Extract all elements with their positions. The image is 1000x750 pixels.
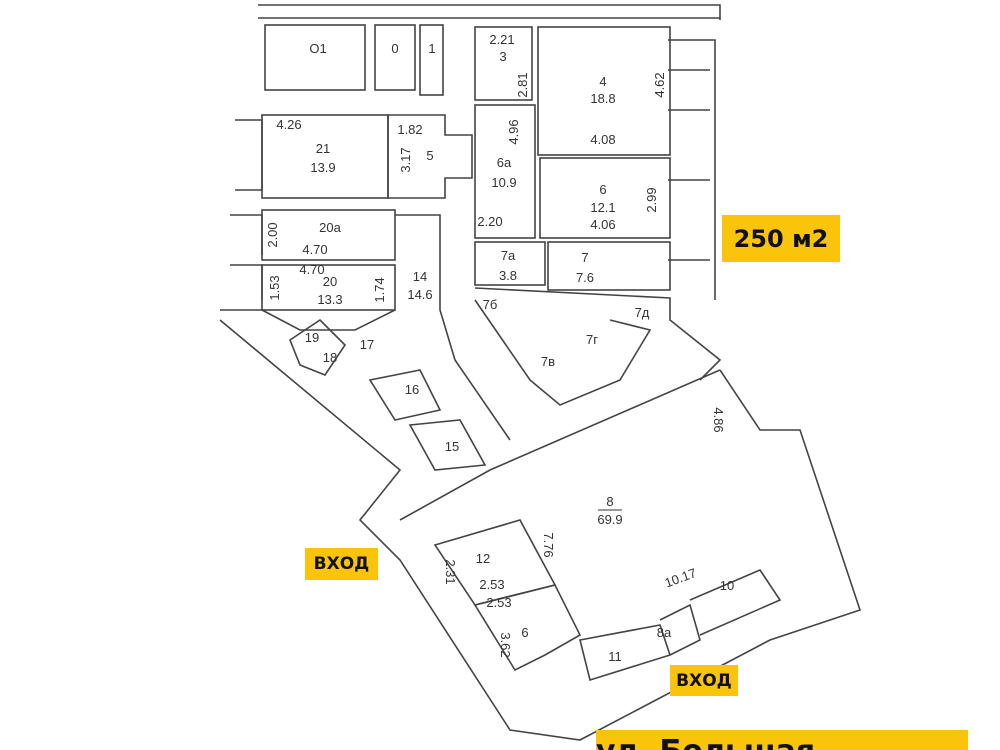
dim: 4.62 [652, 72, 667, 97]
room-21-label: 21 [316, 141, 330, 156]
dim: 1.53 [267, 275, 282, 300]
dim: 4.96 [506, 119, 521, 144]
dim: 1.82 [397, 122, 422, 137]
dim: 4.70 [299, 262, 324, 277]
dim: 2.21 [489, 32, 514, 47]
room-4-label: 4 [599, 74, 606, 89]
entrance-label-right: ВХОД [670, 665, 738, 696]
room-19-label: 19 [305, 330, 319, 345]
dim: 2.81 [515, 72, 530, 97]
dim: 10.17 [663, 565, 699, 590]
walls [219, 4, 862, 741]
room-7-area: 7.6 [576, 270, 594, 285]
room-6-area: 12.1 [590, 200, 615, 215]
room-17-label: 17 [360, 337, 374, 352]
room-20-area: 13.3 [317, 292, 342, 307]
room-7a-label: 7а [501, 248, 516, 263]
total-area-badge: 250 м2 [722, 215, 840, 262]
room-11-label: 11 [608, 649, 622, 664]
room-15-label: 15 [445, 439, 459, 454]
room-6a-area: 10.9 [491, 175, 516, 190]
dim: 4.06 [590, 217, 615, 232]
entrance-label-left: ВХОД [305, 548, 378, 580]
room-5-label: 5 [426, 148, 433, 163]
room-7b-label: 7б [483, 297, 498, 312]
room-12-label: 12 [476, 551, 490, 566]
room-7-label: 7 [581, 250, 588, 265]
dim: 2.00 [265, 222, 280, 247]
street-banner: ул. Большая Дмитровка [596, 730, 968, 750]
room-6-label: 6 [599, 182, 606, 197]
dim: 4.08 [590, 132, 615, 147]
room-14-label: 14 [413, 269, 427, 284]
room-O1-label: O1 [309, 41, 326, 56]
room-3-label: 3 [499, 49, 506, 64]
dim: 2.20 [477, 214, 502, 229]
dim: 2.31 [443, 559, 458, 584]
room-9-label: 9 [521, 625, 528, 640]
dim: 3.62 [498, 632, 513, 657]
room-7d-label: 7д [635, 305, 650, 320]
room-10-label: 10 [720, 578, 734, 593]
room-18-label: 18 [323, 350, 337, 365]
room-8-area: 69.9 [597, 512, 622, 527]
room-8a-label: 8а [657, 625, 672, 640]
room-14-area: 14.6 [407, 287, 432, 302]
room-1-label: 1 [428, 41, 435, 56]
room-7a-area: 3.8 [499, 268, 517, 283]
dim: 1.74 [372, 277, 387, 302]
dim: 7.76 [541, 532, 556, 557]
dim: 4.86 [711, 407, 726, 432]
room-labels: O1 0 1 2.21 3 2.81 4 18.8 4.62 4.08 4.26… [265, 32, 734, 664]
room-21-area: 13.9 [310, 160, 335, 175]
room-7v-label: 7в [541, 354, 555, 369]
dim: 3.17 [398, 147, 413, 172]
room-16-label: 16 [405, 382, 419, 397]
dim: 4.26 [276, 117, 301, 132]
room-8-label: 8 [606, 494, 613, 509]
room-6a-label: 6а [497, 155, 512, 170]
room-4-area: 18.8 [590, 91, 615, 106]
room-20-label: 20 [323, 274, 337, 289]
room-7g-label: 7г [586, 332, 598, 347]
dim: 2.99 [644, 187, 659, 212]
dim: 2.53 [486, 595, 511, 610]
dim: 2.53 [479, 577, 504, 592]
dim: 4.70 [302, 242, 327, 257]
room-20a-label: 20а [319, 220, 341, 235]
room-0-label: 0 [391, 41, 398, 56]
